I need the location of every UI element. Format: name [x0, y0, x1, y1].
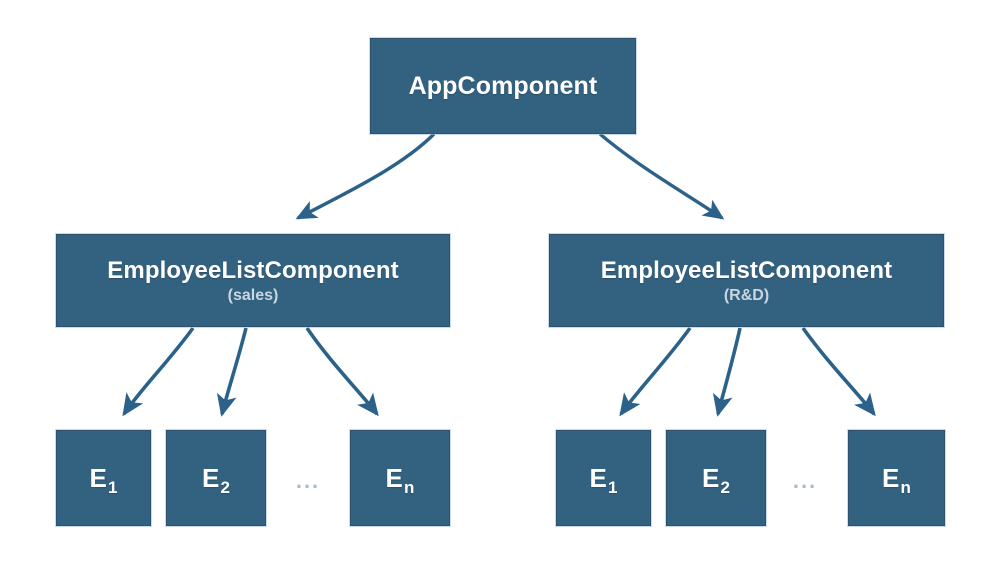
ellipsis-rnd: ...: [792, 468, 818, 493]
node-employee-list-sales[interactable]: EmployeeListComponent (sales): [56, 234, 450, 327]
node-employee-list-sales-subtitle: (sales): [227, 286, 279, 304]
edge-root-to-rnd: [598, 132, 725, 220]
employee-index: 1: [107, 477, 118, 497]
edge-rnd-to-leaf-n: [801, 326, 876, 417]
edge-sales-to-leaf-n: [305, 326, 379, 417]
employee-letter: E: [201, 462, 220, 493]
node-app-component[interactable]: AppComponent: [370, 38, 636, 134]
edge-sales-to-leaf-2: [216, 327, 248, 417]
edge-root-to-sales: [295, 132, 436, 220]
node-app-component-label: AppComponent: [408, 71, 598, 100]
employee-index: 2: [220, 477, 230, 497]
edge-rnd-to-leaf-2: [712, 327, 742, 417]
ellipsis-sales: ...: [295, 468, 321, 493]
employee-letter: E: [385, 462, 403, 493]
employee-index: 1: [607, 477, 618, 497]
node-employee-list-rnd-subtitle: (R&D): [723, 286, 770, 304]
employee-index: 2: [720, 477, 730, 497]
node-employee-list-rnd-label: EmployeeListComponent: [600, 256, 893, 284]
employee-index: n: [900, 477, 911, 497]
employee-letter: E: [89, 462, 107, 493]
employee-letter: E: [882, 462, 900, 493]
employee-letter: E: [701, 462, 720, 493]
employee-index: n: [403, 477, 415, 497]
node-employee-list-sales-label: EmployeeListComponent: [107, 256, 399, 284]
edge-rnd-to-leaf-1: [619, 326, 692, 417]
edge-sales-to-leaf-1: [122, 326, 195, 417]
employee-letter: E: [589, 462, 607, 493]
node-employee-list-rnd[interactable]: EmployeeListComponent (R&D): [549, 234, 944, 327]
